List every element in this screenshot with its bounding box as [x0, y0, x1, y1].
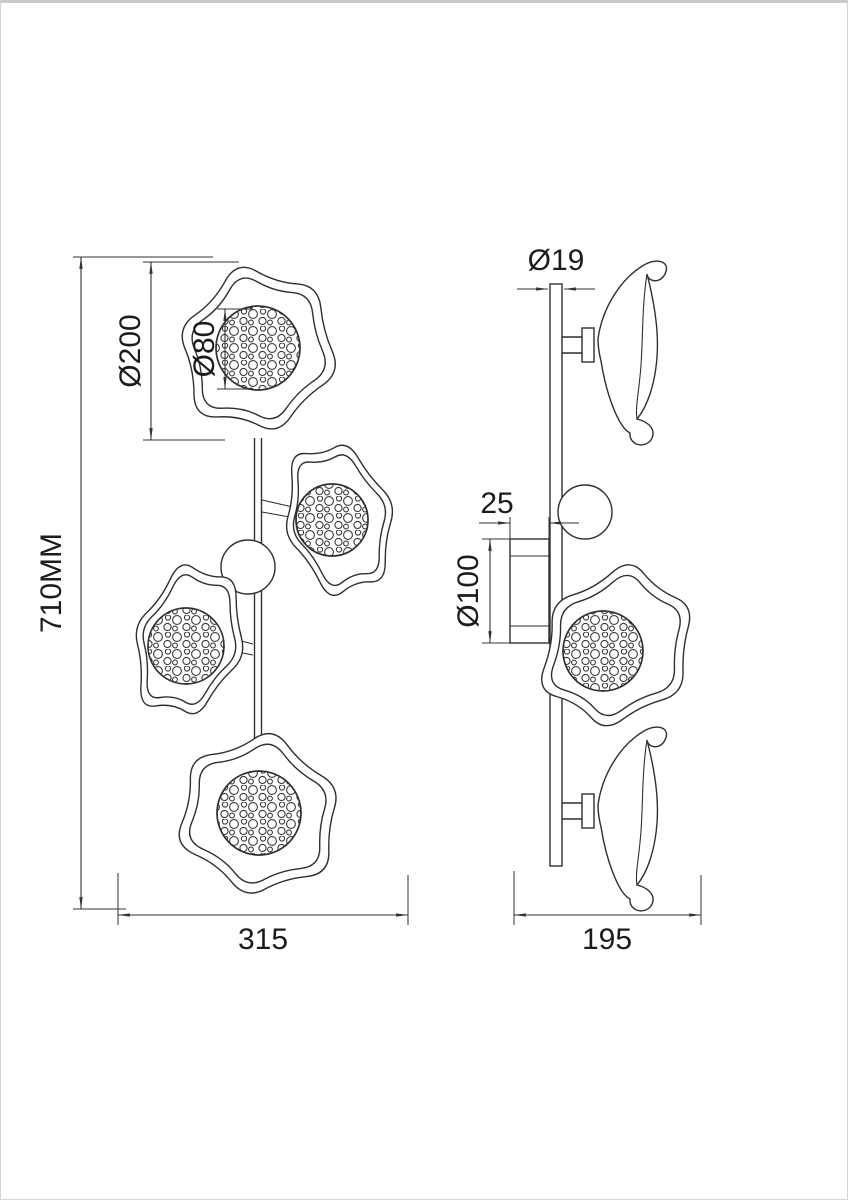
dimension-canopy-depth: 25: [479, 487, 579, 543]
dim-height-label: 710MM: [35, 533, 68, 633]
canopy-bracket: [509, 538, 550, 644]
dimension-canopy-diameter: Ø100: [452, 538, 512, 644]
crystal-insert: [147, 305, 369, 856]
shade-edge-bottom: [561, 726, 668, 912]
dimension-height: 710MM: [35, 256, 213, 910]
dimension-shade-inner: Ø80: [188, 308, 253, 390]
crystal-insert-side: [562, 610, 644, 692]
dimension-shade-outer: Ø200: [114, 261, 239, 441]
dim-canopy-depth-label: 25: [480, 487, 513, 520]
dim-rod-diameter-label: Ø19: [528, 244, 585, 277]
dim-canopy-diameter-label: Ø100: [452, 554, 485, 627]
dim-front-width-label: 315: [238, 923, 288, 956]
dimension-front-width: 315: [117, 873, 409, 956]
ball-joint-side: [557, 484, 613, 540]
stem: [253, 438, 263, 778]
dim-side-width-label: 195: [582, 923, 632, 956]
dimension-side-width: 195: [513, 871, 702, 956]
side-view: Ø19 25 Ø100 195: [452, 244, 723, 956]
ball-joint: [220, 539, 276, 595]
dimension-rod: Ø19: [517, 244, 595, 291]
mounting-plate: [549, 283, 563, 867]
dim-inner-diameter-label: Ø80: [188, 321, 221, 378]
dim-outer-diameter-label: Ø200: [114, 314, 147, 387]
front-view: 710MM Ø200 Ø80 315: [35, 255, 412, 956]
lamp-dimension-drawing: 710MM Ø200 Ø80 315: [35, 244, 723, 956]
